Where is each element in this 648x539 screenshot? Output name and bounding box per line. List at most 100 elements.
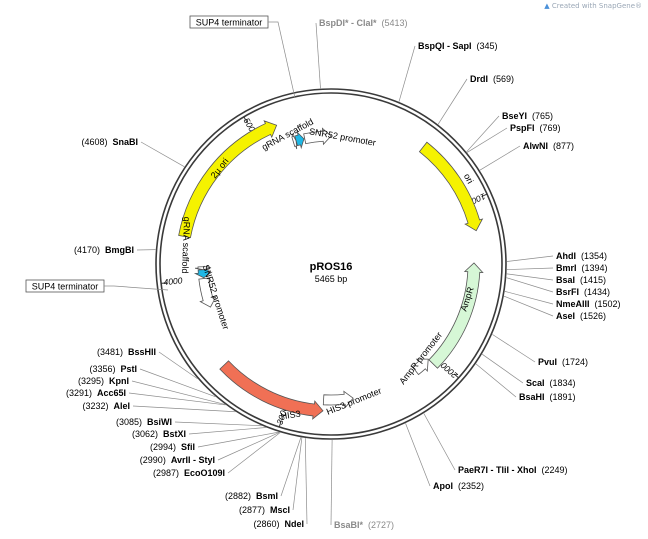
site-position: (569) (493, 74, 514, 84)
site-position: (765) (532, 111, 553, 121)
snapgene-logo-icon: ▲ (544, 2, 550, 10)
site-label-bsrfi: BsrFI(1434) (556, 287, 610, 297)
site-label-asei: AseI(1526) (556, 311, 606, 321)
site-leader-line (131, 380, 226, 405)
site-leader-line (506, 267, 554, 270)
site-position: (3232) (82, 401, 108, 411)
site-name: BsrFI (556, 287, 579, 297)
site-position: (3356) (89, 364, 115, 374)
feature-his3 (219, 360, 324, 420)
site-leader-line (330, 439, 333, 526)
site-name: AhdI (556, 251, 576, 261)
site-leader-line (227, 432, 281, 474)
site-position: (2994) (150, 442, 176, 452)
site-leader-line (481, 353, 524, 384)
site-label-pvui: PvuI(1724) (538, 357, 588, 367)
site-label-ndei: (2860) NdeI (253, 519, 304, 529)
sup4-leader-line (104, 285, 169, 291)
site-position: (4608) (81, 137, 107, 147)
site-position: (2860) (253, 519, 279, 529)
site-position: (2249) (542, 465, 568, 475)
feature-label-grna-scaffold: gRNA scaffold (180, 217, 192, 274)
site-name: BmgBI (105, 245, 134, 255)
site-leader-line (475, 363, 517, 398)
site-position: (1502) (595, 299, 621, 309)
tick-mark (161, 282, 168, 284)
credit-text: Created with SnapGene® (551, 2, 642, 10)
site-label-bsabi: BsaBI*(2727) (334, 520, 394, 530)
feature-grna-scaffold (193, 269, 213, 279)
site-leader-line (217, 432, 280, 461)
site-label-apoi: ApoI(2352) (433, 481, 484, 491)
site-label-drdi: DrdI(569) (470, 74, 514, 84)
site-name: NdeI (284, 519, 304, 529)
site-position: (1724) (562, 357, 588, 367)
site-name: Acc65I (97, 388, 126, 398)
feature-grna-scaffold (294, 130, 305, 150)
site-label-kpni: (3295)KpnI (78, 376, 129, 386)
site-label-bspqi-sapi: BspQI - SapI(345) (418, 41, 498, 51)
sup4-leader-line (268, 21, 296, 99)
site-leader-line (506, 255, 554, 262)
tick-mark (243, 116, 248, 123)
site-label-msci: (2877)MscI (239, 505, 290, 515)
feature-sup4-terminator (291, 133, 298, 150)
site-leader-line (197, 431, 279, 448)
site-position: (5413) (382, 18, 408, 28)
backbone-ring (155, 88, 507, 440)
site-leader-line (280, 437, 302, 497)
site-position: (3295) (78, 376, 104, 386)
site-leader-line (466, 127, 508, 153)
site-label-paer7i-tlii-xhoi: PaeR7I - TliI - XhoI (2249) (458, 465, 568, 475)
feature-sup4-terminator (194, 266, 212, 271)
site-position: (1394) (582, 263, 608, 273)
site-position: (3291) (66, 388, 92, 398)
site-label-acc65i: (3291) Acc65I (66, 388, 126, 398)
site-label-psti: (3356)PstI (89, 364, 137, 374)
site-leader-line (128, 392, 226, 406)
site-label-bsahi: BsaHI(1891) (519, 392, 576, 402)
site-leader-line (479, 145, 521, 171)
plasmid-size: 5465 bp (315, 274, 348, 284)
tick-mark (453, 373, 459, 379)
site-name: BsaI (556, 275, 575, 285)
site-label-sfii: (2994)SfiI (150, 442, 195, 452)
site-name: AvrII - StyI (171, 455, 215, 465)
site-leader-line (158, 351, 198, 380)
site-label-ahdi: AhdI(1354) (556, 251, 607, 261)
site-name: PaeR7I - TliI - XhoI (458, 465, 537, 475)
site-leader-lines (128, 22, 554, 526)
site-name: BmrI (556, 263, 577, 273)
site-leader-line (292, 437, 303, 511)
tick-mark (481, 193, 488, 198)
site-leader-line (504, 291, 554, 305)
feature-snr52-promoter (303, 127, 332, 146)
site-name: BsaHI (519, 392, 545, 402)
site-label-bsai: BsaI (1415) (556, 275, 606, 285)
site-leader-line (315, 22, 321, 89)
site-position: (3481) (97, 347, 123, 357)
site-name: BsaBI* (334, 520, 364, 530)
feature-snr52-promoter (198, 277, 217, 308)
site-label-bseyi: BseYI (765) (502, 111, 553, 121)
site-position: (4170) (74, 245, 100, 255)
site-name: ScaI (526, 378, 545, 388)
site-leader-line (174, 421, 262, 427)
site-leader-line (139, 368, 216, 398)
feature-label-ori: ori (462, 172, 476, 186)
site-leader-line (132, 405, 236, 413)
site-position: (2352) (458, 481, 484, 491)
site-label-snabi: (4608)SnaBI (81, 137, 138, 147)
site-position: (877) (553, 141, 574, 151)
site-position: (2882) (225, 491, 251, 501)
site-leader-line (503, 295, 554, 317)
site-name: BspDI* - ClaI* (319, 18, 377, 28)
site-label-bsiwi: (3085)BsiWI (116, 417, 172, 427)
site-position: (1415) (580, 275, 606, 285)
plasmid-name: pROS16 (310, 261, 353, 273)
tick-label: 4000 (163, 275, 183, 287)
feature-ampr (428, 262, 484, 369)
site-leader-line (188, 427, 266, 435)
site-name: BseYI (502, 111, 527, 121)
